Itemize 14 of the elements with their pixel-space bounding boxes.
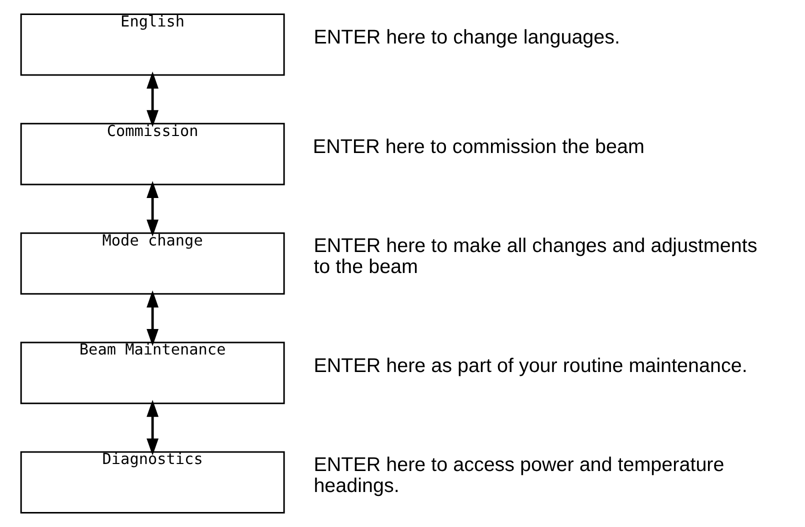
arrow xyxy=(146,400,158,456)
node-box: Beam Maintenance xyxy=(20,342,284,404)
node-box: Diagnostics xyxy=(20,451,284,514)
arrow xyxy=(146,180,158,237)
node-label: ENTER here to access power and temperature headings. xyxy=(313,454,724,498)
arrow xyxy=(146,72,158,128)
node-label: ENTER here to change languages. xyxy=(313,26,620,49)
node-label: ENTER here as part of your routine maintenance. xyxy=(313,355,747,378)
node-box: English xyxy=(20,13,284,76)
node-label: ENTER here to make all changes and adjustments to the beam xyxy=(313,234,757,278)
arrow xyxy=(146,290,158,346)
node-label: ENTER here to commission the beam xyxy=(312,136,644,158)
node-box: Mode change xyxy=(20,232,284,295)
node-box: Commission xyxy=(20,122,284,186)
